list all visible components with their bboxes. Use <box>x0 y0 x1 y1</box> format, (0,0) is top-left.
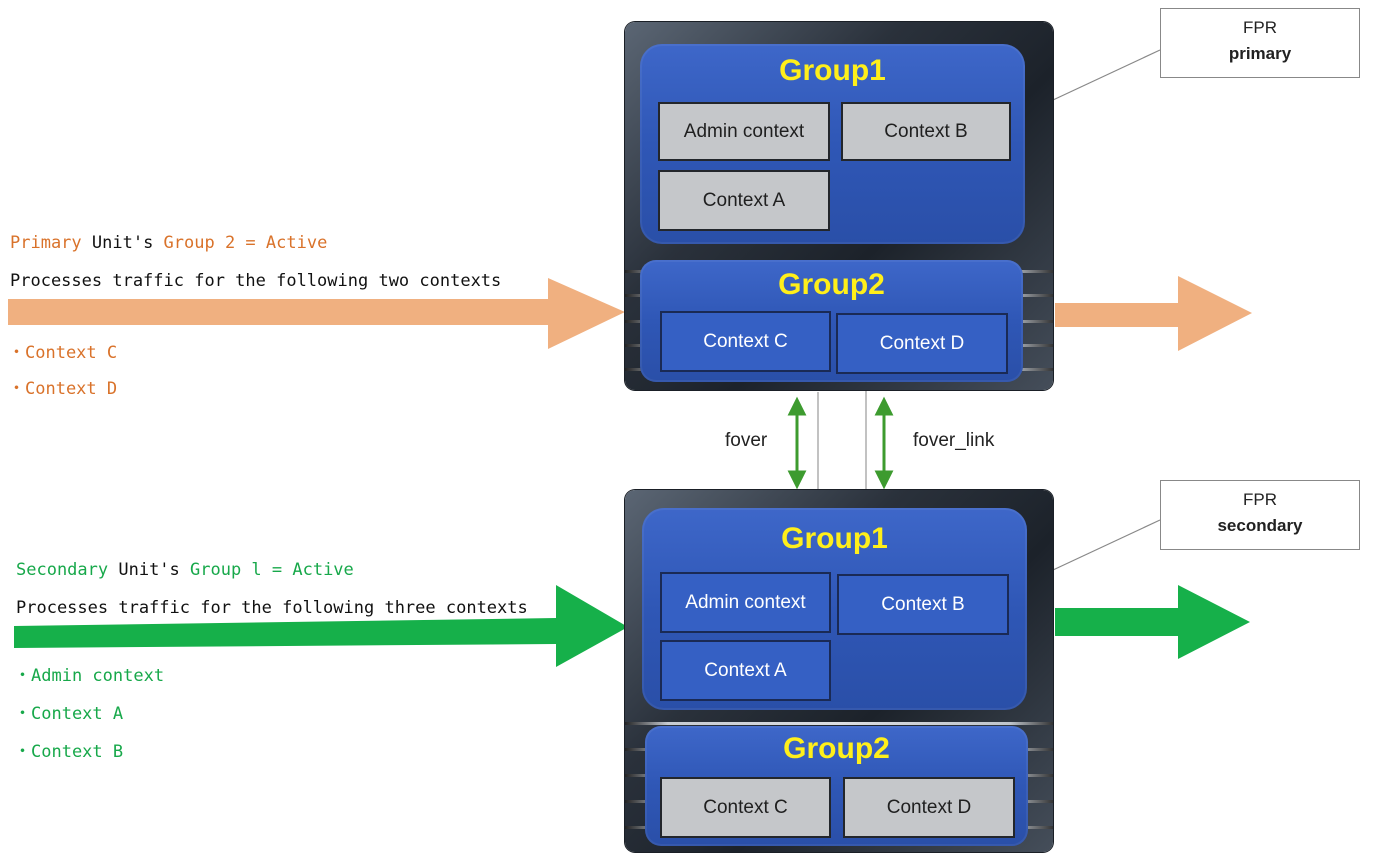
secondary-context-item: ・Context A <box>14 704 124 724</box>
fpr-label-bottom: primary <box>1228 44 1292 63</box>
secondary-outbound-arrow <box>1055 585 1250 659</box>
fover-link-label: fover_link <box>913 430 995 451</box>
fpr-label-top: FPR <box>1243 18 1277 37</box>
primary-outbound-arrow <box>1055 276 1252 351</box>
secondary-context-item: ・Admin context <box>14 666 165 686</box>
secondary-inbound-arrow <box>14 585 628 667</box>
secondary-admin-context: Admin context <box>660 572 831 633</box>
fover-link-double-arrow <box>874 396 894 490</box>
secondary-context-a: Context A <box>660 640 831 701</box>
unit-word: Unit's <box>81 233 164 253</box>
primary-inbound-arrow <box>8 278 625 349</box>
secondary-description: Processes traffic for the following thre… <box>16 598 528 618</box>
group-active-text: Group l = Active <box>190 560 354 580</box>
primary-context-b: Context B <box>841 102 1011 161</box>
primary-word: Primary <box>10 233 82 253</box>
fpr-label-bottom: secondary <box>1217 516 1303 535</box>
fpr-primary-label: FPR primary <box>1160 8 1360 78</box>
primary-admin-context: Admin context <box>658 102 830 161</box>
fover-double-arrow <box>787 396 807 490</box>
secondary-word: Secondary <box>16 560 109 580</box>
secondary-context-item: ・Context B <box>14 742 124 762</box>
fpr-secondary-label: FPR secondary <box>1160 480 1360 550</box>
primary-context-c: Context C <box>660 311 831 372</box>
primary-context-d: Context D <box>836 313 1008 374</box>
secondary-heading: Secondary Unit's Group l = Active <box>16 560 354 580</box>
unit-word: Unit's <box>108 560 191 580</box>
primary-heading: Primary Unit's Group 2 = Active <box>10 233 327 253</box>
primary-context-a: Context A <box>658 170 830 231</box>
primary-description: Processes traffic for the following two … <box>10 271 502 291</box>
fpr-label-top: FPR <box>1243 490 1277 509</box>
fover-label: fover <box>725 430 768 451</box>
primary-callout-line <box>1052 49 1161 101</box>
group-title: Group1 <box>779 54 886 87</box>
group-active-text: Group 2 = Active <box>163 233 328 253</box>
primary-context-item: ・Context D <box>8 379 118 399</box>
primary-context-item: ・Context C <box>8 343 118 363</box>
group-title: Group2 <box>778 268 885 301</box>
secondary-context-b: Context B <box>837 574 1009 635</box>
secondary-context-d: Context D <box>843 777 1015 838</box>
group-title: Group2 <box>783 732 890 765</box>
secondary-context-c: Context C <box>660 777 831 838</box>
group-title: Group1 <box>781 522 888 555</box>
secondary-callout-line <box>1052 519 1161 571</box>
